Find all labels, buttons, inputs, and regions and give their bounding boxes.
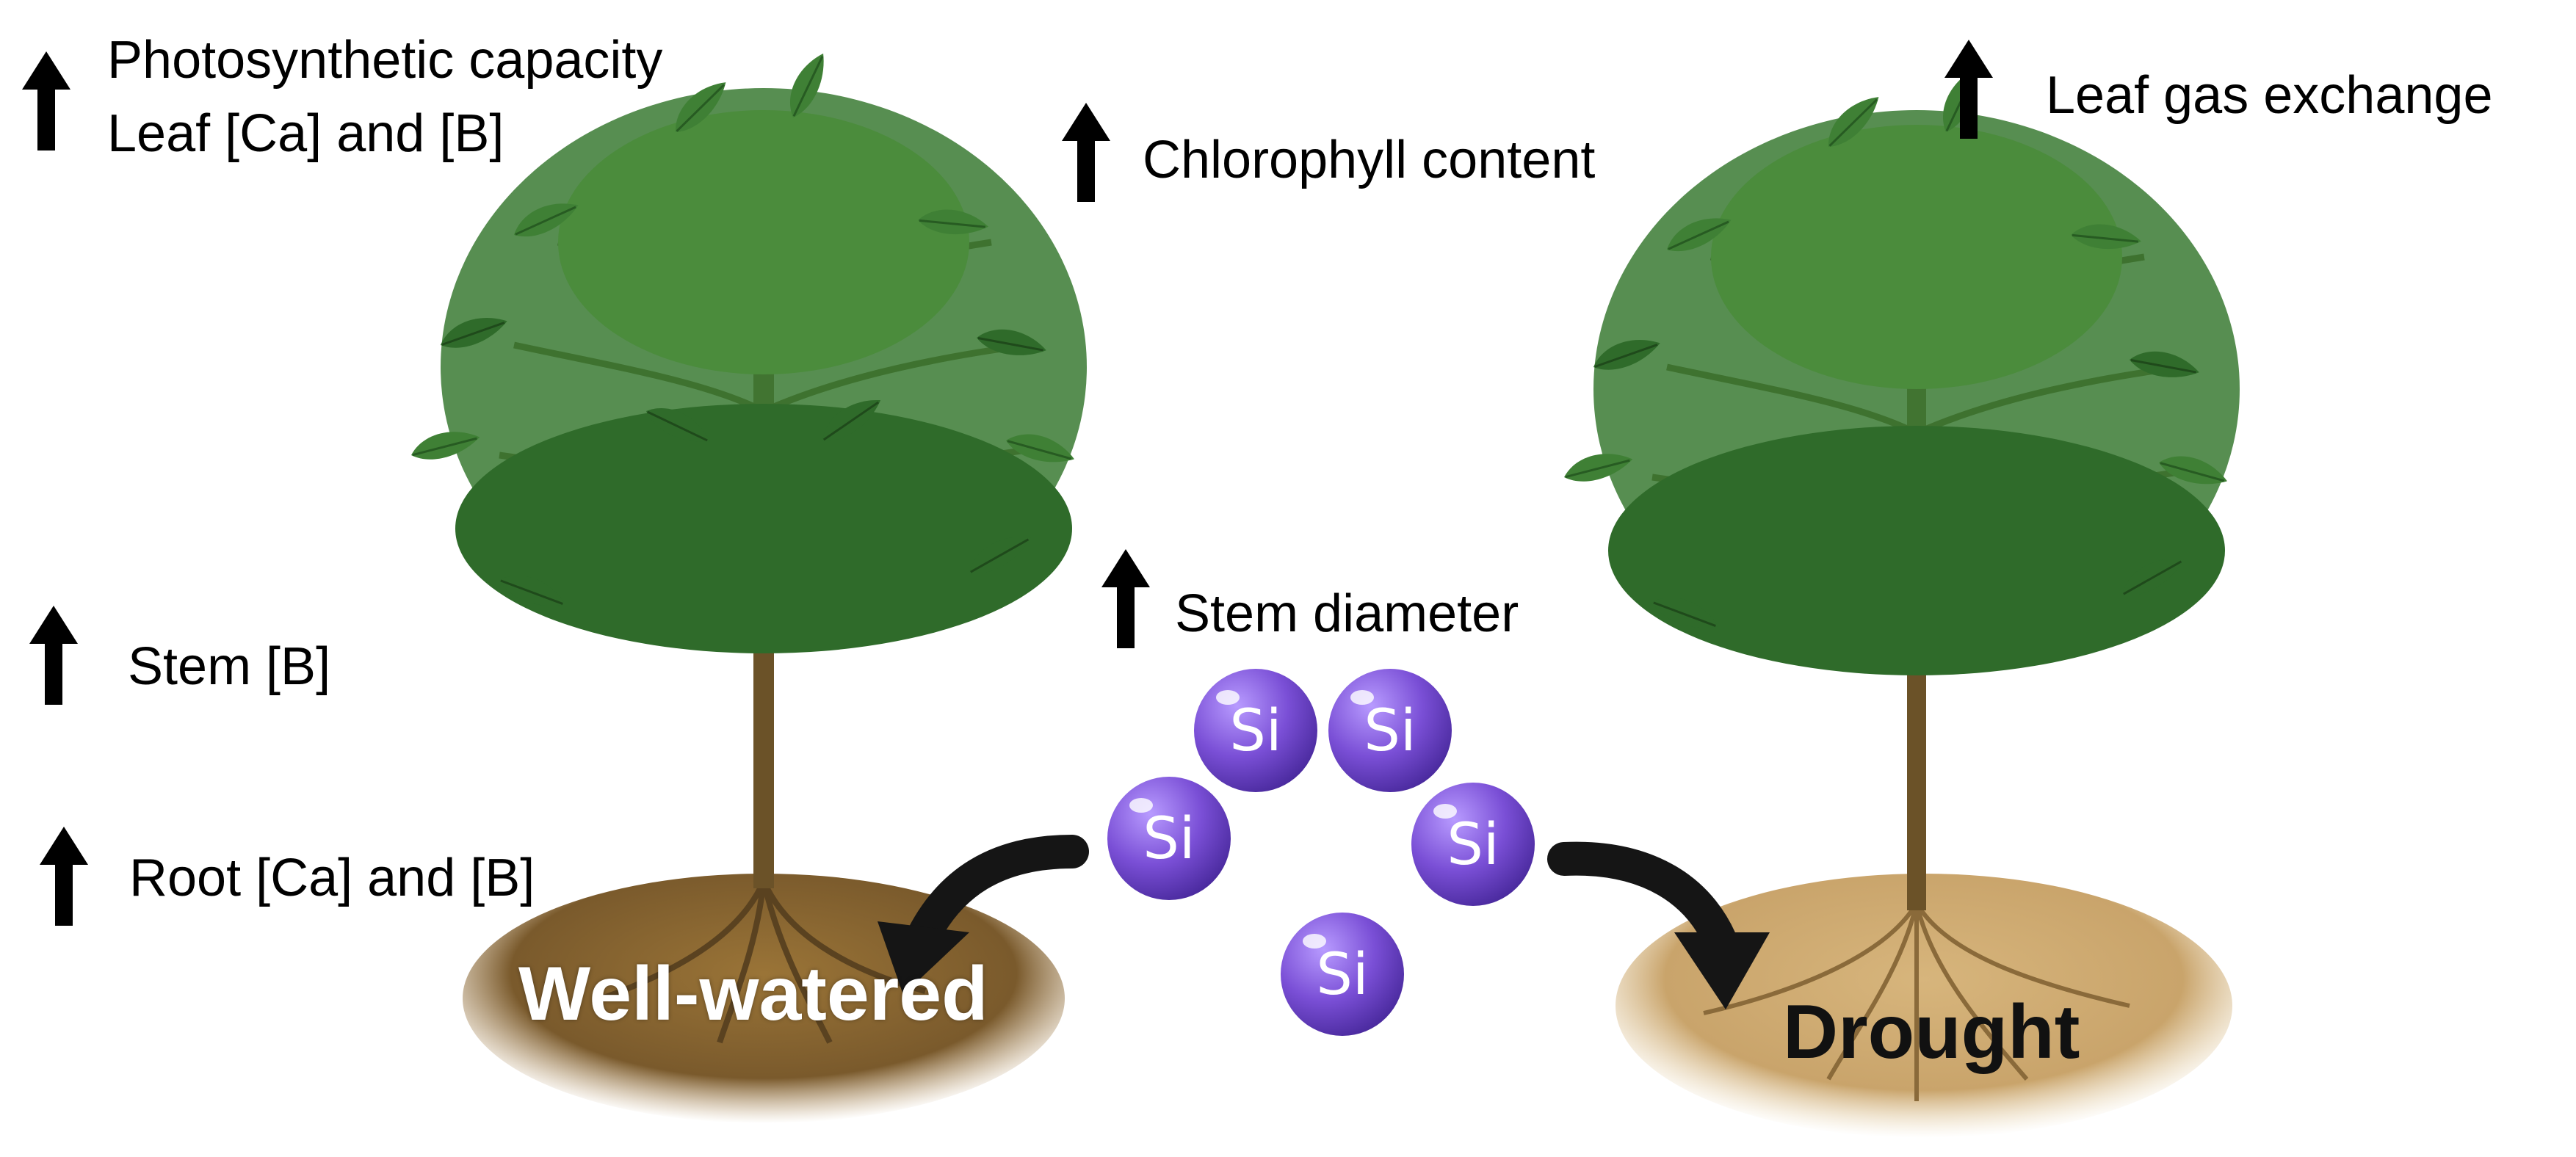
si-label: Si [1447,812,1499,878]
curved-arrow-icon-left [878,835,1089,995]
si-particles: Si Si Si Si Si [1107,669,1535,1036]
label-photosynthetic-capacity: Photosynthetic capacity [107,31,663,90]
up-arrow-icon [1062,103,1110,202]
si-label: Si [1316,942,1368,1008]
si-particle: Si [1107,777,1231,900]
condition-drought: Drought [1783,990,2080,1075]
up-arrow-icon [29,606,78,705]
si-particle: Si [1281,913,1404,1036]
canopy [407,47,1087,653]
si-particle: Si [1194,669,1317,792]
si-label: Si [1143,806,1195,872]
up-arrow-icon [40,827,88,926]
curved-arrow-icon-right [1547,841,1770,1009]
si-particle: Si [1328,669,1452,792]
roots [601,879,927,1044]
roots [1703,902,2130,1101]
label-leaf-gas-exchange: Leaf gas exchange [2046,66,2493,125]
well-watered-plant [407,47,1087,1123]
canopy [1560,62,2240,675]
si-label: Si [1364,698,1416,764]
label-root-ca-b: Root [Ca] and [B] [129,849,535,907]
dry-soil [1616,874,2232,1138]
drought-plant [1560,62,2240,1138]
si-particle: Si [1411,783,1535,906]
condition-well-watered: Well-watered [518,951,988,1037]
up-arrow-icon [1944,40,1993,139]
label-stem-b: Stem [B] [128,637,331,696]
up-arrow-icon [22,51,70,150]
up-arrow-icon [1101,549,1150,648]
label-stem-diameter: Stem diameter [1175,584,1519,643]
label-chlorophyll-content: Chlorophyll content [1143,131,1596,189]
label-leaf-ca-b: Leaf [Ca] and [B] [107,104,504,163]
si-label: Si [1229,698,1281,764]
